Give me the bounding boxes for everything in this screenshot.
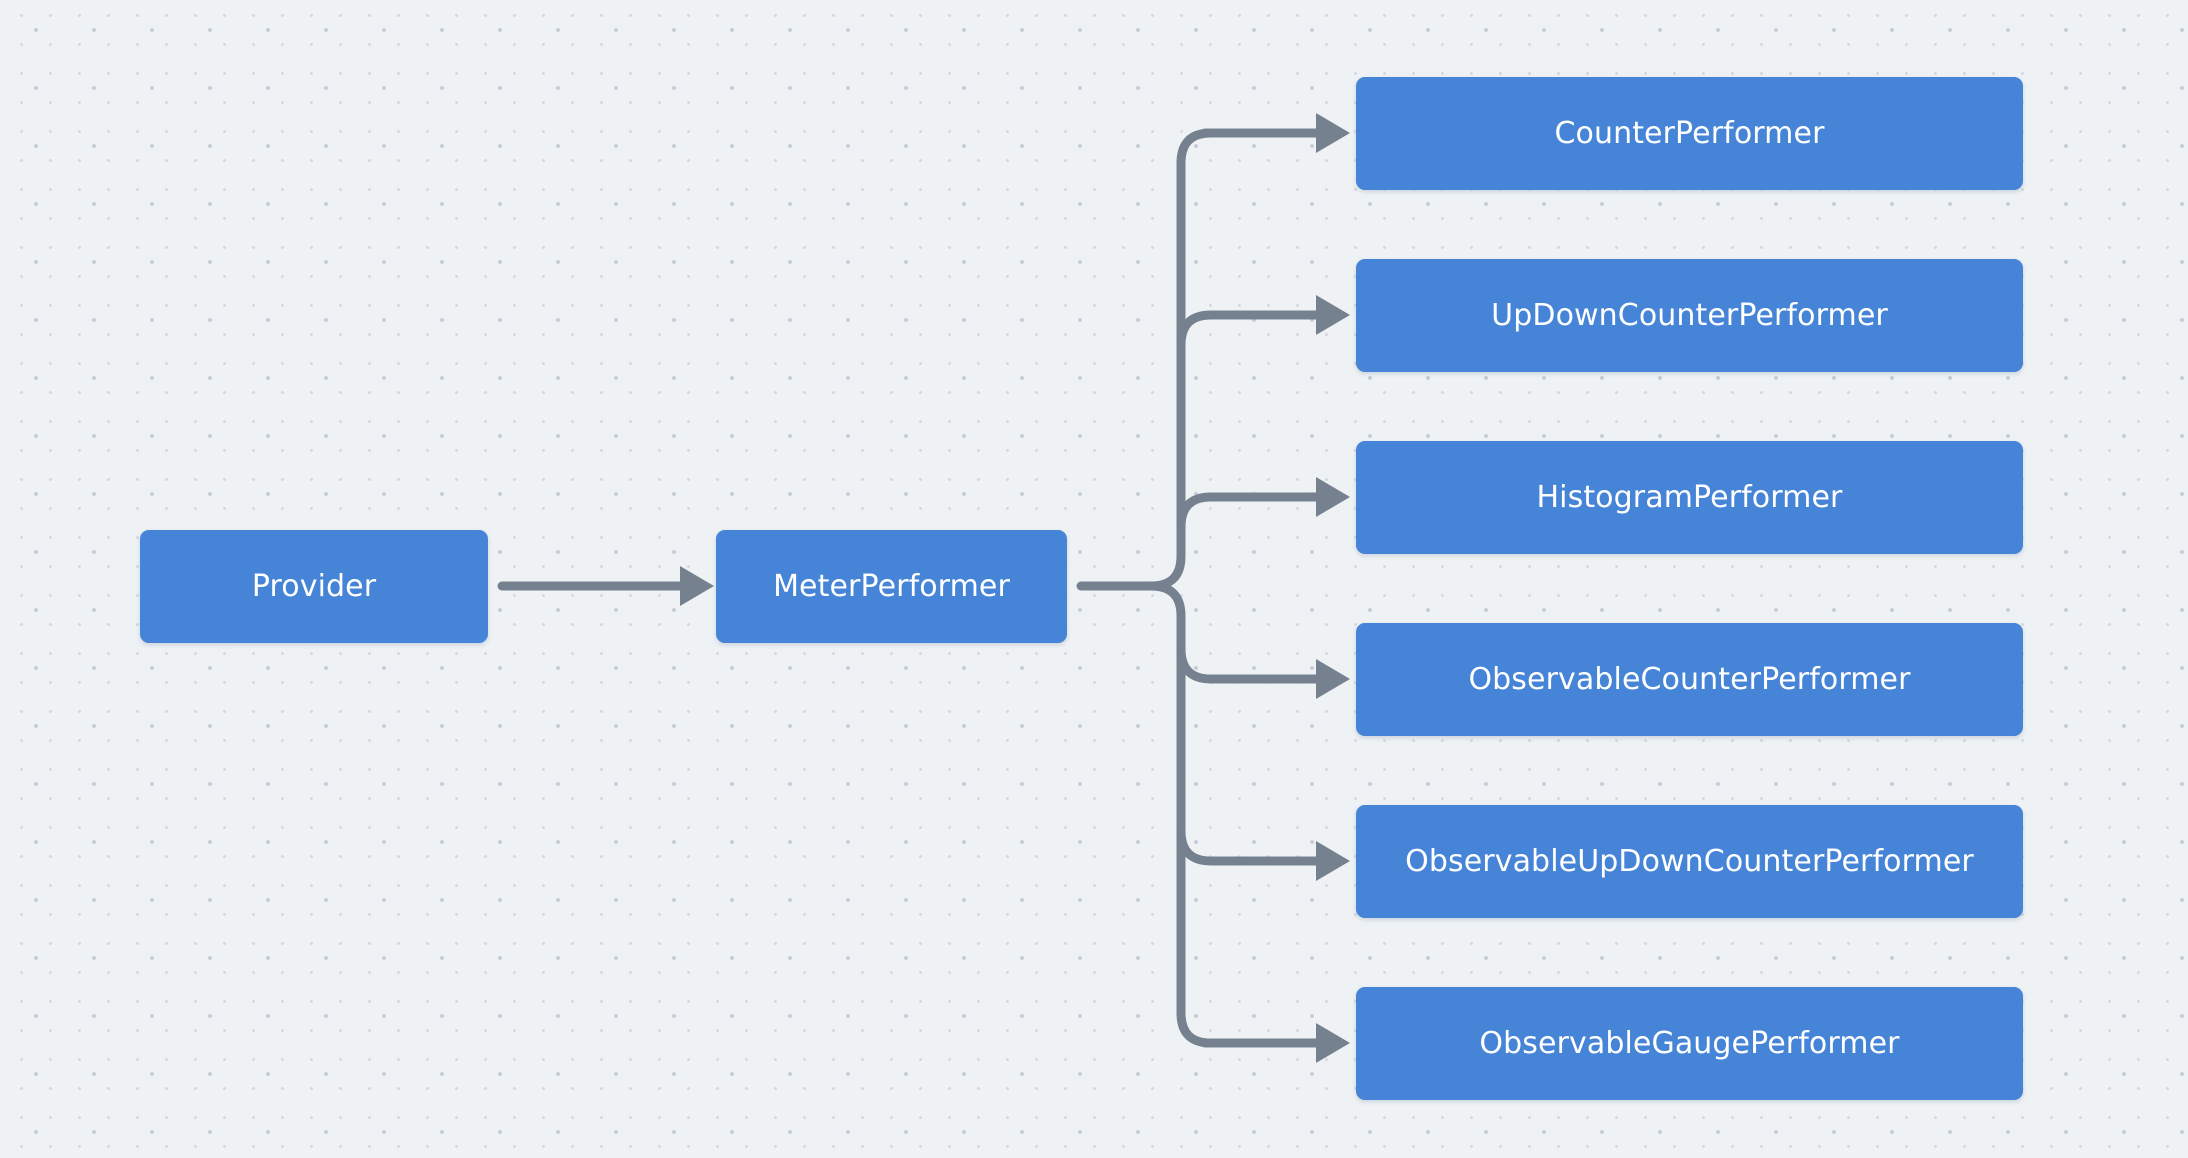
node-observable-updowncounter-performer[interactable]: ObservableUpDownCounterPerformer	[1356, 805, 2023, 918]
node-observable-counter-performer-label: ObservableCounterPerformer	[1468, 662, 1911, 697]
edge-trunk	[1076, 128, 1216, 1048]
node-provider-label: Provider	[251, 569, 377, 604]
edge-to-obsgauge	[1200, 1023, 1350, 1063]
node-observable-counter-performer[interactable]: ObservableCounterPerformer	[1356, 623, 2023, 736]
node-histogram-performer[interactable]: HistogramPerformer	[1356, 441, 2023, 554]
node-observable-updowncounter-performer-label: ObservableUpDownCounterPerformer	[1405, 844, 1974, 879]
node-updowncounter-performer[interactable]: UpDownCounterPerformer	[1356, 259, 2023, 372]
edge-provider-to-meterperformer	[497, 566, 714, 606]
node-updowncounter-performer-label: UpDownCounterPerformer	[1491, 298, 1888, 333]
node-histogram-performer-label: HistogramPerformer	[1536, 480, 1843, 515]
node-observable-gauge-performer[interactable]: ObservableGaugePerformer	[1356, 987, 2023, 1100]
edge-to-obscounter	[1176, 644, 1350, 699]
node-observable-gauge-performer-label: ObservableGaugePerformer	[1479, 1026, 1900, 1061]
node-meterperformer[interactable]: MeterPerformer	[716, 530, 1067, 643]
node-counter-performer-label: CounterPerformer	[1554, 116, 1825, 151]
edge-to-updowncounter	[1176, 295, 1350, 350]
node-meterperformer-label: MeterPerformer	[773, 569, 1010, 604]
node-counter-performer[interactable]: CounterPerformer	[1356, 77, 2023, 190]
node-provider[interactable]: Provider	[140, 530, 488, 643]
edge-to-histogram	[1176, 477, 1350, 532]
edge-to-counter	[1200, 113, 1350, 153]
edge-to-obsupdowncounter	[1176, 826, 1350, 881]
